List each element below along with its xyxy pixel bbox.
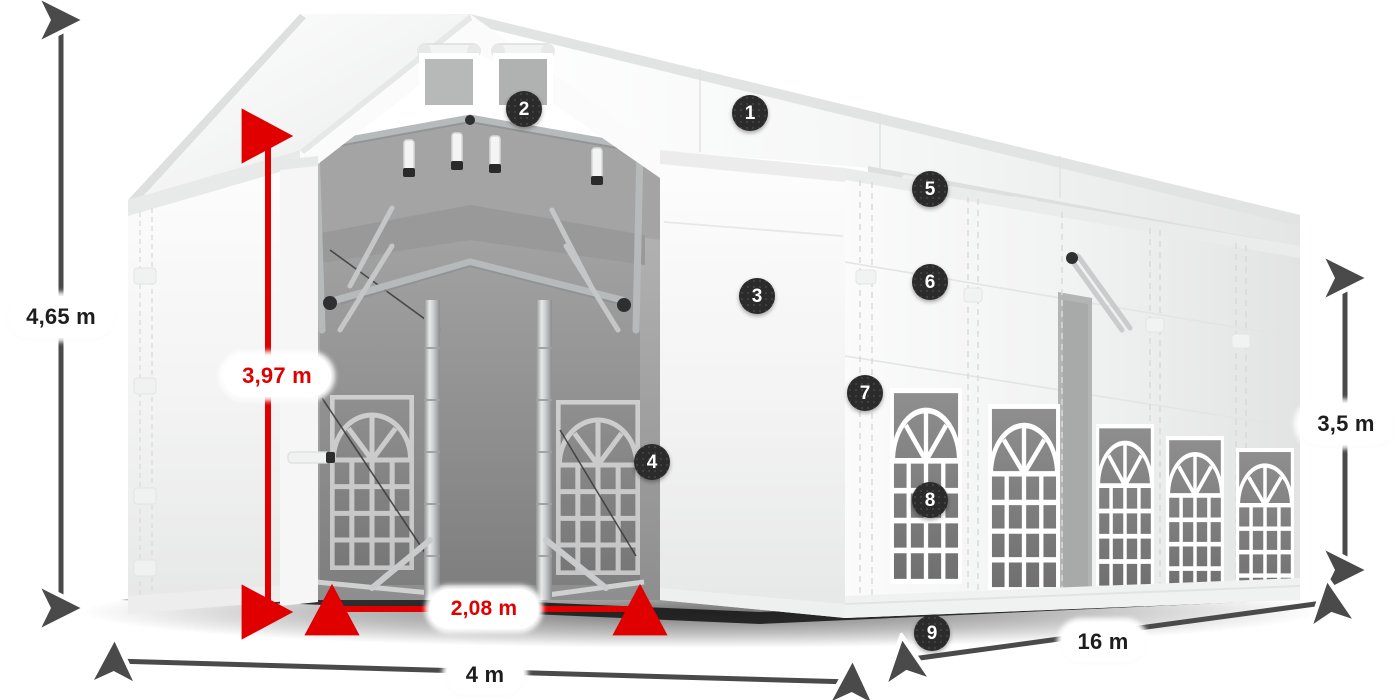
callout-number: 9 [926, 622, 938, 644]
callout-number: 2 [518, 98, 530, 120]
callout-number: 1 [744, 102, 756, 124]
callout-badge-9[interactable]: 9 [914, 615, 950, 651]
callout-number: 7 [859, 382, 871, 404]
dimension-label-gable-width: 4 m [446, 655, 524, 695]
dimension-value: 4,65 m [26, 304, 96, 329]
dimension-label-eave-height: 3,5 m [1298, 403, 1394, 445]
callout-number: 6 [924, 271, 936, 293]
dimension-value: 16 m [1077, 629, 1129, 654]
callout-number: 3 [751, 285, 763, 307]
callout-badge-3[interactable]: 3 [739, 278, 775, 314]
callout-badge-7[interactable]: 7 [847, 375, 883, 411]
steel-frame [312, 114, 644, 600]
tent-interior [300, 120, 660, 600]
dimension-label-entrance-height: 3,97 m [223, 355, 331, 397]
callout-badge-1[interactable]: 1 [732, 95, 768, 131]
dimension-value: 2,08 m [450, 597, 518, 620]
callout-number: 8 [924, 489, 936, 511]
callout-number: 4 [646, 451, 658, 473]
callout-badge-6[interactable]: 6 [912, 264, 948, 300]
callout-badge-8[interactable]: 8 [912, 482, 948, 518]
dimension-label-ridge-height: 4,65 m [8, 296, 114, 338]
dimension-label-tent-length: 16 m [1061, 622, 1145, 662]
callout-badge-5[interactable]: 5 [912, 171, 948, 207]
callout-number: 5 [924, 178, 936, 200]
callout-badge-2[interactable]: 2 [506, 91, 542, 127]
dimension-value: 3,5 m [1317, 411, 1375, 436]
dimension-value: 4 m [465, 662, 505, 687]
sidewall [844, 168, 1301, 618]
dimension-value: 3,97 m [242, 363, 312, 388]
dimension-label-entrance-width: 2,08 m [429, 589, 539, 629]
callout-badge-4[interactable]: 4 [634, 444, 670, 480]
